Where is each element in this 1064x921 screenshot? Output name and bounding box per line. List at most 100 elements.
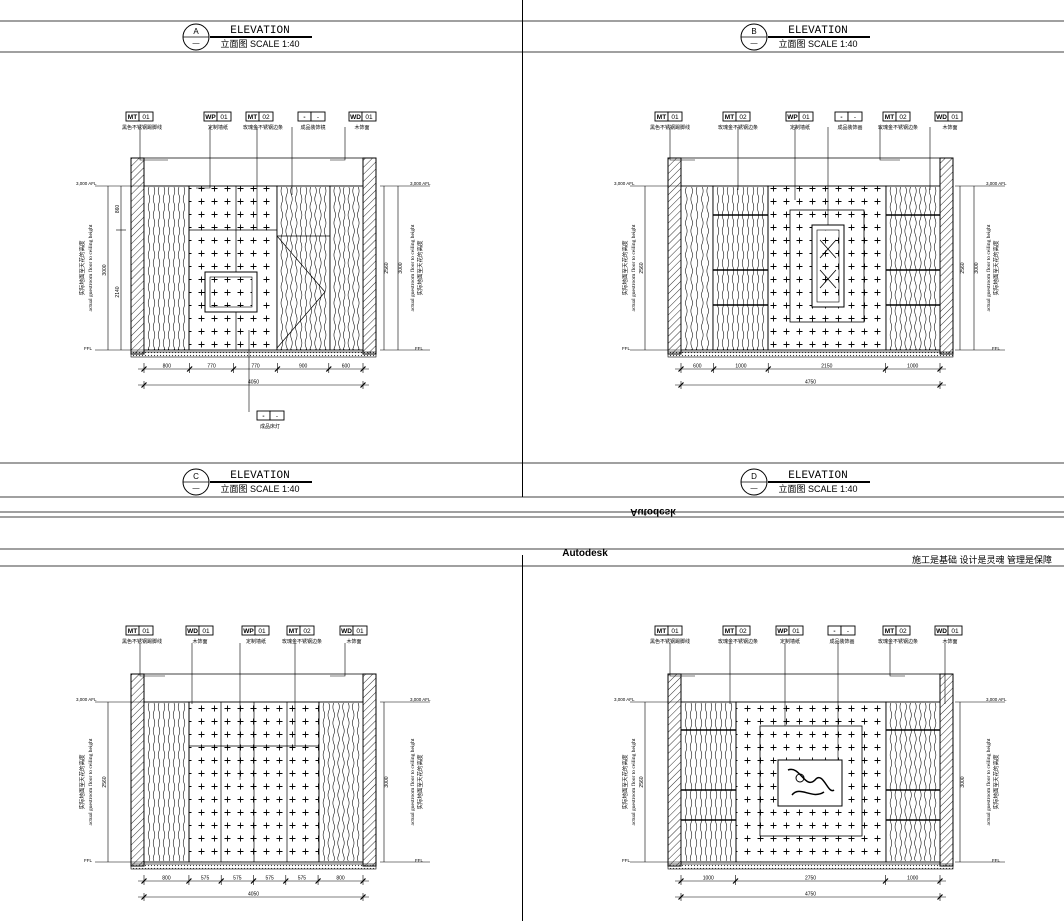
grain-line [162,186,166,350]
title-letter-a: A [193,27,199,36]
dim-width: 1000 [907,876,918,882]
ceiling-label-en: actual guestroom floor to ceiling height [409,738,416,825]
grain-line [290,186,293,350]
grain-line [338,186,341,350]
title-scale-b: 立面图 SCALE 1:40 [778,38,857,49]
tag-number: 01 [951,628,959,635]
grain-line [357,702,360,862]
grain-line [701,186,704,350]
dim-width: 575 [265,876,274,882]
tag-code: - [833,628,835,635]
tag-code: - [303,114,305,121]
wood-panel [885,185,941,351]
note-mt02: 玫瑰金不锈钢边条 [282,638,322,645]
ceiling-label-cn: 实际地面至天花的高度 [992,754,1000,810]
dim-tick [937,382,943,388]
tag-number: 01 [365,114,373,121]
grain-line [182,702,186,862]
dim-width: 800 [336,876,345,882]
title-scale-d: 立面图 SCALE 1:40 [778,483,857,494]
tag-code: WP [777,628,788,635]
dim-width: 1000 [907,364,918,370]
mirrored-brand: Autodesk [630,506,676,517]
level-ffl: FFL [415,858,423,863]
dim-tick [315,878,322,884]
title-elevation-a: ELEVATION [230,25,289,37]
door-panel [276,185,331,351]
grain-line [309,186,312,350]
title-dash-a: — [193,40,200,47]
grain-line [300,186,303,350]
title-dash-d: — [751,485,758,492]
dim-overall: 4050 [248,380,259,386]
grain-line [357,186,360,350]
dim-tick [274,366,281,372]
tag-code: MT [289,628,298,635]
note-mirror: 成品装饰镜 [300,124,325,131]
grain-line [172,186,176,350]
dim-tick [141,878,147,884]
dim-tick [230,366,237,372]
dim-tick [141,894,147,900]
level-top: 3,000 AFL [614,181,635,186]
grain-line [322,702,325,862]
dim-tick [882,878,889,884]
grain-line [295,186,298,350]
tag-code: - [840,114,842,121]
tag-code: MT [128,628,137,635]
grain-line [327,702,330,862]
ceiling-label-en: actual guestroom floor to ceiling height [985,224,992,311]
dim-width: 770 [207,364,216,370]
tag-code: MT [885,114,894,121]
level-top: 3,000 AFL [410,181,431,186]
dim-width: 1000 [735,364,746,370]
grain-line [157,702,161,862]
ceiling-label-en: actual guestroom floor to ceiling height [985,738,992,825]
note-wp01: 定制墙纸 [208,124,228,131]
note-art: 成品装饰画 [829,638,854,645]
grain-line [352,186,355,350]
grain-line [152,702,156,862]
title-letter-c: C [193,472,199,481]
ceiling-label-en: actual guestroom floor to ceiling height [87,224,94,311]
ceiling-label-cn: 实际地面至天花的高度 [621,240,629,296]
dim-width: 575 [201,876,210,882]
dim-tick [282,878,289,884]
note-wd01: 木饰面 [942,638,957,645]
dim-tick [678,366,684,372]
level-top: 3,000 AFL [614,697,635,702]
title-block-b: B — ELEVATION 立面图 SCALE 1:40 [740,23,870,51]
tag-number: 01 [220,114,228,121]
grain-line [706,186,709,350]
wood-panel [712,185,769,351]
tag-code: MT [657,114,666,121]
note-art: 成品装饰画 [837,124,862,131]
level-ffl: FFL [622,346,630,351]
dim-width: 900 [299,364,308,370]
wood-grain [147,186,186,350]
tag-number: 01 [792,628,800,635]
wood-grain [322,702,360,862]
ceiling-label-cn: 实际地面至天花的高度 [78,240,86,296]
title-elevation-c: ELEVATION [230,470,289,482]
tag-code: WD [341,628,352,635]
dim-tick [937,878,943,884]
dim-width: 2150 [821,364,832,370]
note-mt02: 玫瑰金不锈钢边条 [878,638,918,645]
material-tag-blank: -- [827,625,856,636]
grain-line [147,702,151,862]
material-tag-blank: -- [297,111,326,122]
dim-h: 2560 [384,262,390,273]
note-wd01: 木饰面 [346,638,361,645]
note-mt01: 黑色不锈钢踢脚线 [650,124,690,131]
